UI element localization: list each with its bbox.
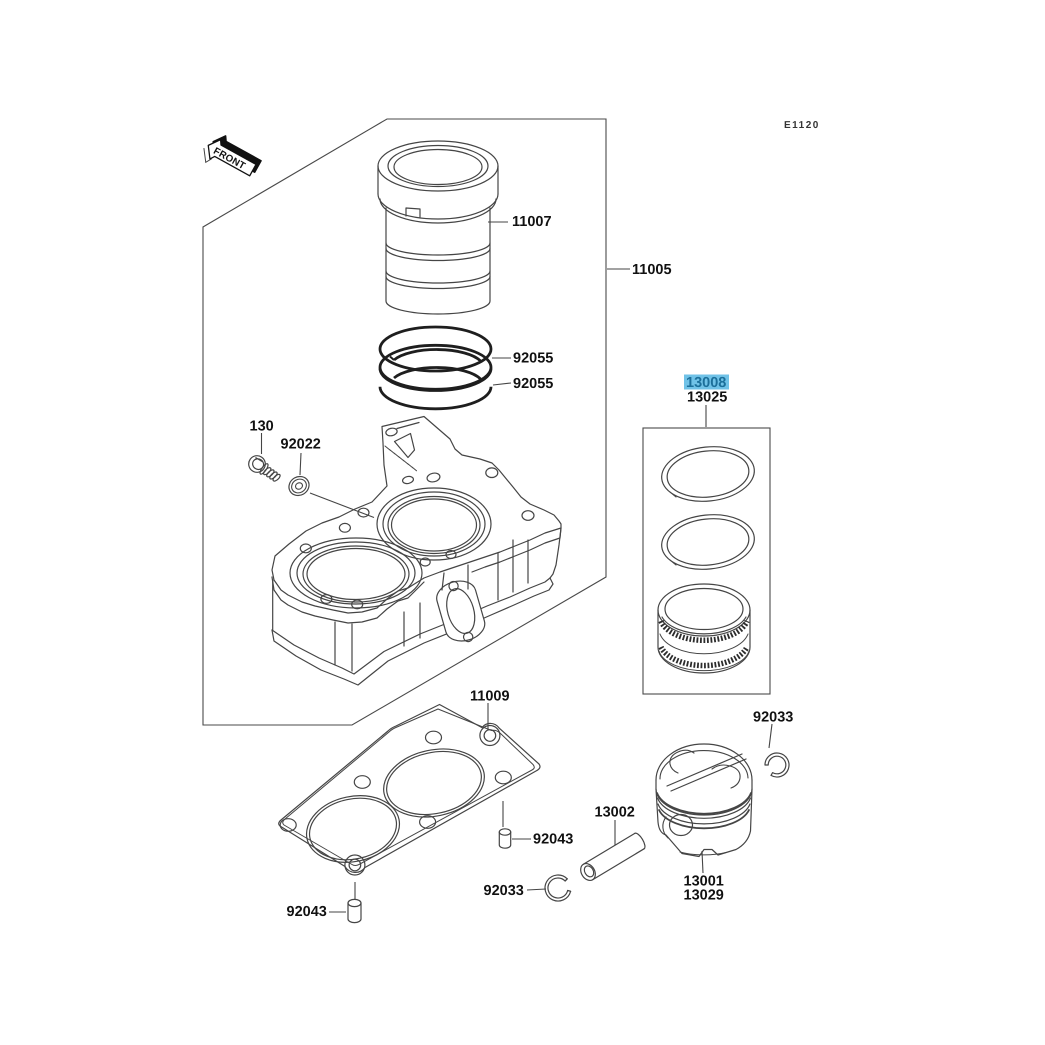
svg-text:13002: 13002 bbox=[595, 805, 635, 821]
svg-text:130: 130 bbox=[250, 419, 274, 435]
svg-text:92043: 92043 bbox=[533, 832, 573, 848]
svg-text:92033: 92033 bbox=[753, 710, 793, 726]
svg-text:11009: 11009 bbox=[470, 689, 510, 705]
svg-text:13025: 13025 bbox=[687, 389, 727, 405]
svg-text:11005: 11005 bbox=[632, 262, 672, 278]
svg-text:92043: 92043 bbox=[287, 904, 327, 920]
svg-text:13001: 13001 bbox=[684, 874, 724, 890]
svg-text:13029: 13029 bbox=[684, 888, 724, 904]
svg-text:11007: 11007 bbox=[512, 214, 552, 230]
svg-text:92033: 92033 bbox=[484, 883, 524, 899]
svg-text:92022: 92022 bbox=[281, 437, 321, 453]
svg-text:92055: 92055 bbox=[513, 376, 553, 392]
svg-text:92055: 92055 bbox=[513, 351, 553, 367]
svg-text:13008: 13008 bbox=[686, 375, 726, 391]
svg-text:E1120: E1120 bbox=[784, 120, 820, 131]
